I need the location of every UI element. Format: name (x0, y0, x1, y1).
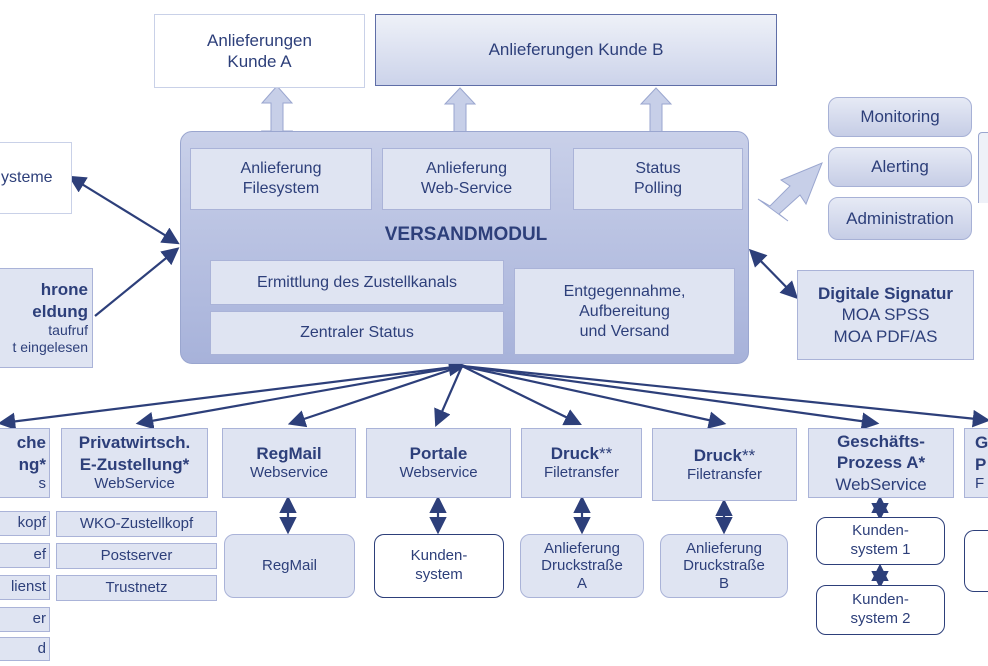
label-line: P (975, 454, 987, 474)
label-line: ** (741, 445, 756, 465)
label-line: Anlieferung (544, 540, 620, 558)
label-line: Webservice (399, 464, 478, 482)
postserver: Postserver (56, 543, 217, 569)
anlieferung-filesystem: Anlieferung Filesystem (190, 148, 372, 210)
versandmodul-panel: Anlieferung Filesystem Anlieferung Web-S… (180, 131, 749, 364)
label-line: Digitale Signatur (817, 284, 954, 304)
label-line: hrone (40, 280, 88, 300)
label-line: Kunden- (852, 522, 909, 540)
label-line: s (38, 474, 47, 492)
col0-item: er (0, 607, 50, 632)
label-line: Filetransfer (686, 465, 763, 483)
label-line: Aufbereitung (579, 302, 670, 320)
monitoring-box: Monitoring (828, 97, 972, 137)
label-line: ng* (18, 454, 46, 474)
label-line: Filetransfer (543, 464, 620, 482)
label-line: Geschäfts- (837, 432, 925, 452)
label-line: Kunden- (410, 547, 468, 565)
label-line: Webservice (249, 464, 329, 482)
col0-item: kopf (0, 511, 50, 536)
trustnetz: Trustnetz (56, 575, 217, 601)
portale-kundensystem: Kunden- system (374, 534, 504, 598)
label-line: Prozess A* (836, 453, 926, 473)
label-line: WebService (835, 474, 927, 494)
label-line: Anlieferung (426, 160, 507, 177)
label-line: Polling (633, 180, 683, 197)
label-line: Anlieferungen Kunde B (488, 40, 664, 60)
label-line: Druckstraße (683, 557, 765, 575)
label-line: Web-Service (420, 180, 513, 197)
label-line: Filesystem (242, 180, 320, 197)
versandmodul-title: VERSANDMODUL (384, 224, 548, 246)
portale-webservice: Portale Webservice (366, 428, 511, 498)
label-line: che (16, 433, 46, 453)
kundensystem-2: Kunden- system 2 (816, 585, 945, 635)
label-line: A (576, 574, 587, 592)
alerting-box: Alerting (828, 147, 972, 187)
regmail-webservice: RegMail Webservice (222, 428, 356, 498)
label-line: und Versand (579, 322, 670, 340)
geschaeftsprozess-a: Geschäfts- Prozess A* WebService (808, 428, 954, 498)
label-line: system (415, 566, 463, 583)
anlieferung-druckstrasse-b: Anlieferung Druckstraße B (660, 534, 788, 598)
zentraler-status: Zentraler Status (210, 311, 504, 355)
label-line: ** (598, 444, 613, 463)
label-line: system 2 (850, 610, 911, 627)
label-line: Portale (409, 444, 468, 463)
label-line: MOA SPSS (841, 305, 930, 325)
privatwirtsch-e-zustellung: Privatwirtsch. E-Zustellung* WebService (61, 428, 208, 498)
label-line: G (975, 433, 988, 453)
anlieferungen-kunde-a: Anlieferungen Kunde A (154, 14, 365, 88)
anlieferung-web-service: Anlieferung Web-Service (382, 148, 551, 210)
col0-head: che ng* s (0, 428, 50, 498)
label-line: Kunden- (852, 591, 909, 609)
label-line: MOA PDF/AS (833, 326, 938, 346)
label-line: E-Zustellung* (79, 454, 190, 474)
label-line: Anlieferungen (207, 30, 312, 50)
col0-item: d (0, 637, 50, 661)
label-line: RegMail (256, 444, 322, 463)
label-line: Druck (693, 445, 742, 465)
digitale-signatur: Digitale Signatur MOA SPSS MOA PDF/AS (797, 270, 974, 360)
geschaeftsprozess-partial: G P F (964, 428, 988, 498)
label-line: Kunde A (227, 52, 292, 71)
label-line: Entgegennahme, (563, 282, 686, 300)
regmail-box: RegMail (224, 534, 355, 598)
label-line: taufruf (48, 321, 88, 338)
druck-filetransfer-b: Druck** Filetransfer (652, 428, 797, 501)
wko-zustellkopf: WKO-Zustellkopf (56, 511, 217, 537)
label-line: Status (635, 160, 681, 177)
label-line: system 1 (850, 541, 911, 558)
label-line: ysteme (1, 169, 53, 186)
ermittlung-zustellkanal: Ermittlung des Zustellkanals (210, 260, 504, 305)
label-line: t eingelesen (12, 339, 88, 356)
anlieferungen-kunde-b: Anlieferungen Kunde B (375, 14, 777, 86)
col0-item: lienst (0, 575, 50, 600)
asynchrone-meldung: hrone eldung taufruf t eingelesen (0, 268, 93, 368)
monitor-icon (978, 132, 988, 203)
label-line: Druckstraße (541, 557, 623, 575)
administration-box: Administration (828, 197, 972, 240)
entgegennahme-versand: Entgegennahme, Aufbereitung und Versand (514, 268, 735, 355)
systeme-box: ysteme (0, 142, 72, 214)
col0-item: ef (0, 543, 50, 568)
label-line: F (975, 474, 985, 492)
fan-arrows (0, 175, 988, 589)
label-line: Privatwirtsch. (78, 433, 191, 453)
label-line: B (718, 574, 729, 592)
label-line: Anlieferung (240, 160, 322, 177)
anlieferung-druckstrasse-a: Anlieferung Druckstraße A (520, 534, 644, 598)
label-line: Anlieferung (686, 540, 762, 558)
label-line: WebService (94, 474, 175, 492)
kundensystem-partial (964, 530, 988, 592)
status-polling: Status Polling (573, 148, 743, 210)
label-line: eldung (32, 301, 88, 321)
kundensystem-1: Kunden- system 1 (816, 517, 945, 565)
druck-filetransfer-a: Druck** Filetransfer (521, 428, 642, 498)
label-line: Druck (550, 444, 599, 463)
